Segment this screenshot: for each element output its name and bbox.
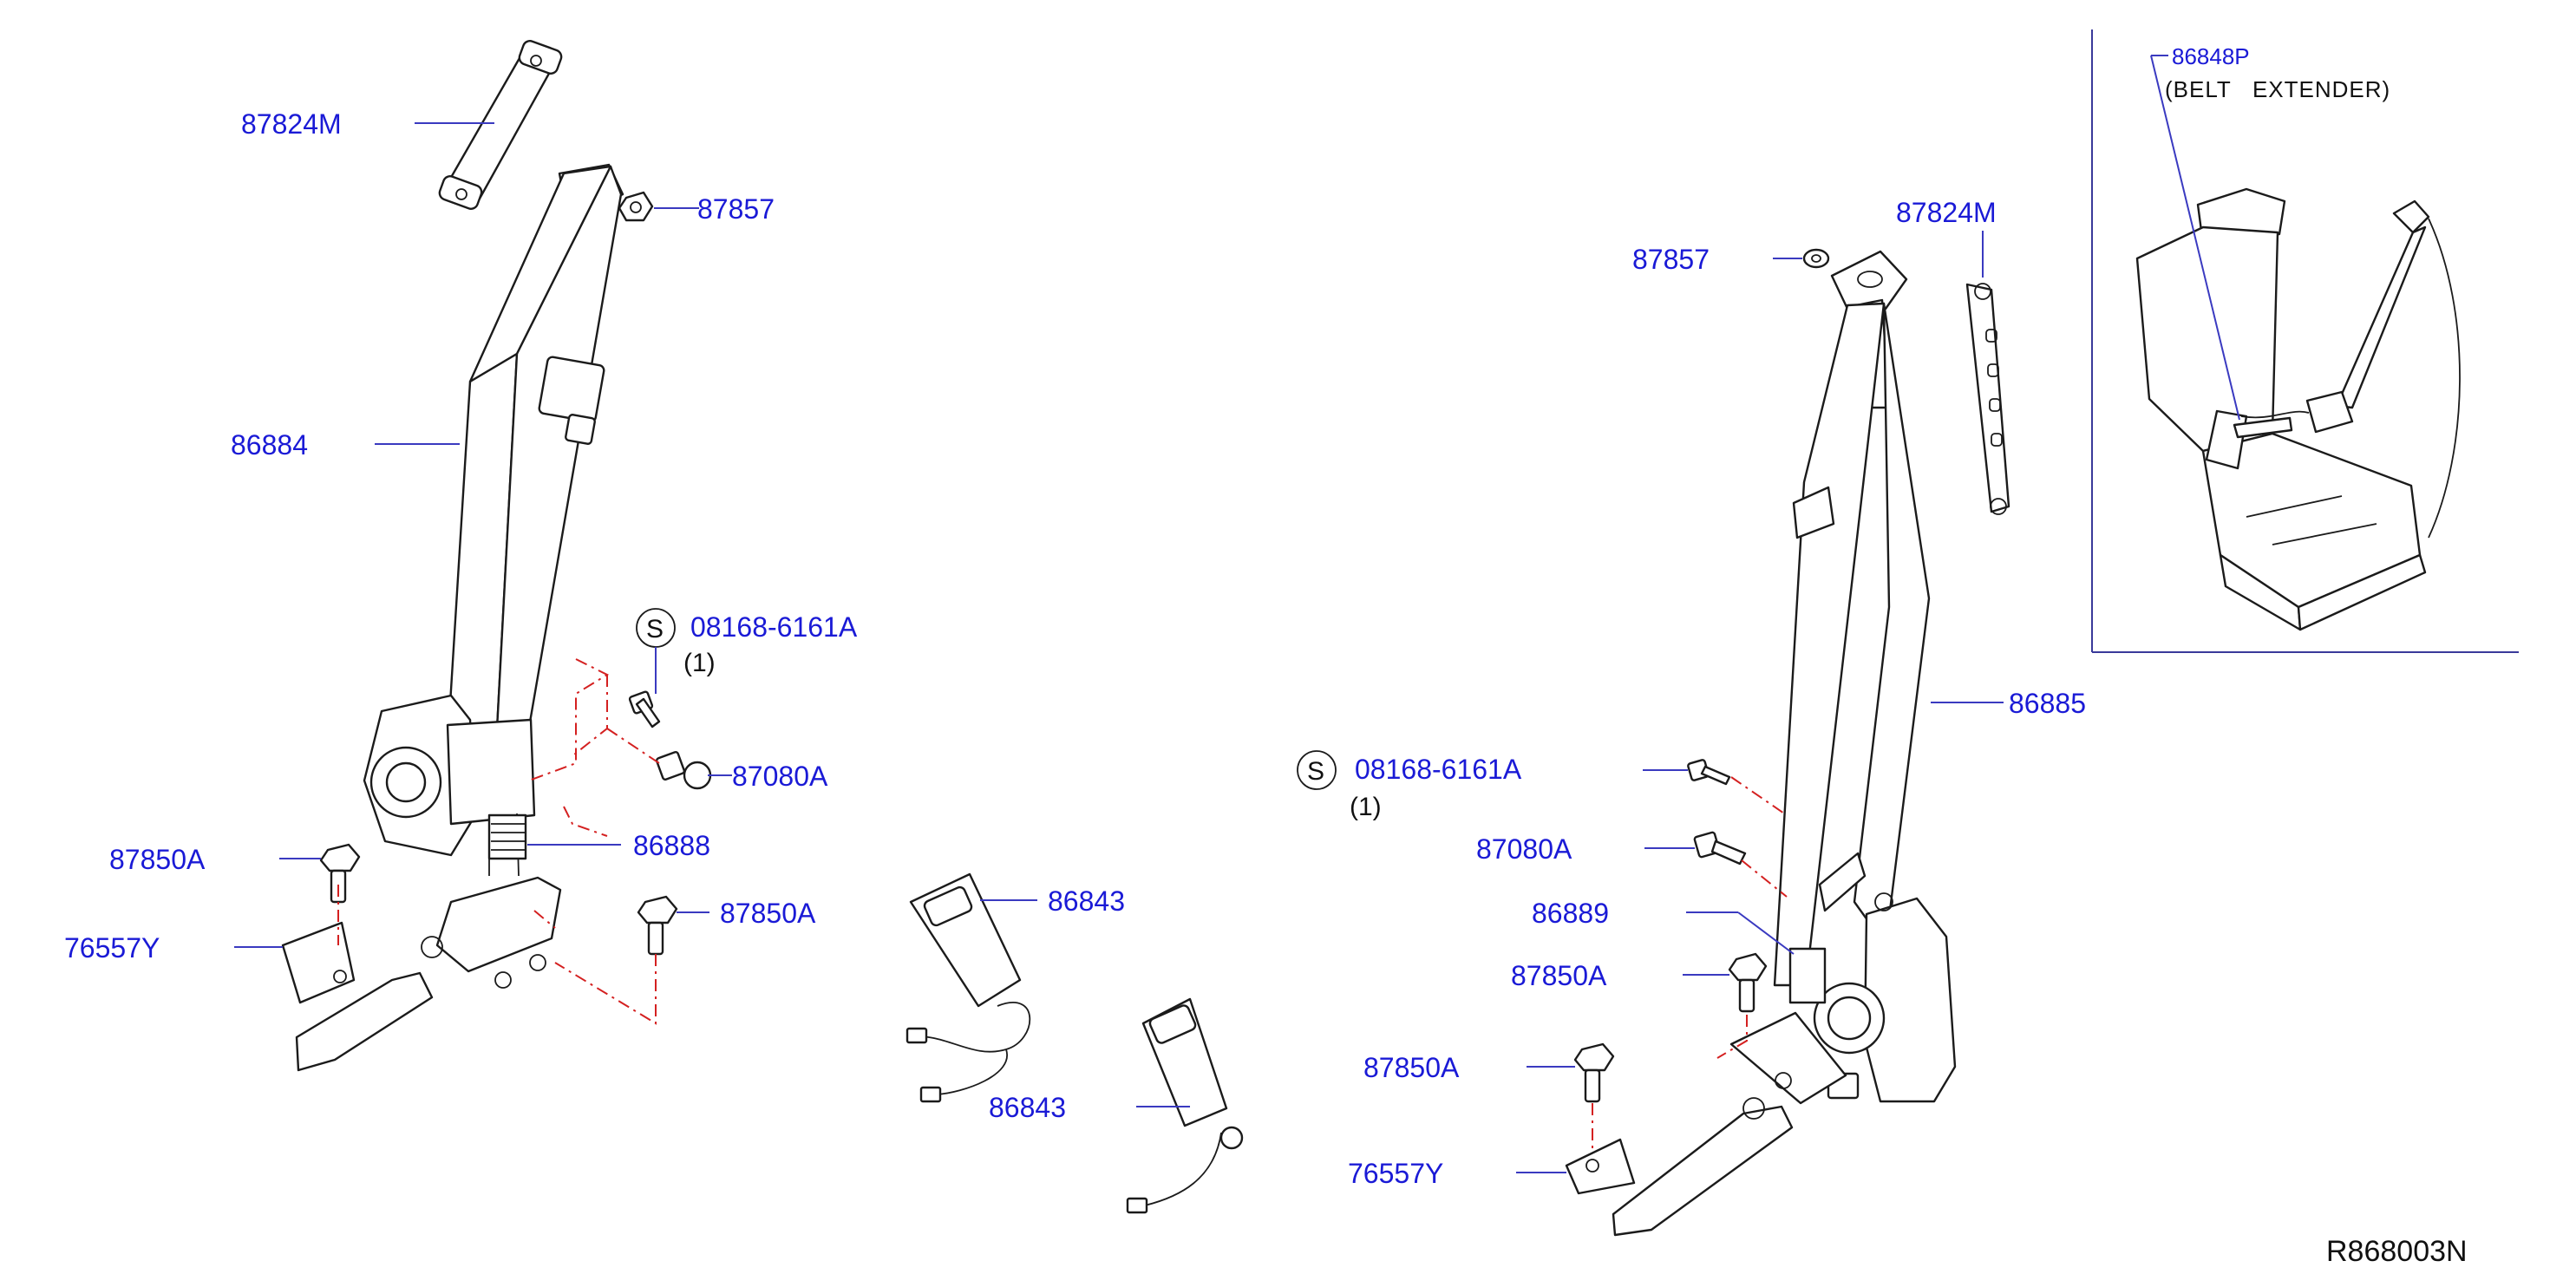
symbol-s-right-text: S	[1307, 757, 1324, 786]
part-87857-left: 87857	[697, 193, 775, 225]
symbol-s-left-text: S	[646, 615, 664, 644]
part-87857-right: 87857	[1632, 244, 1710, 275]
left-labels: 87824M 87857 86884 S 08168-6161A (1) 870…	[64, 108, 858, 964]
part-86889: 86889	[1532, 898, 1609, 929]
left-bolt-87850A-b	[637, 895, 678, 956]
diagram-code: R868003N	[2326, 1235, 2468, 1268]
center-buckle-86843-a	[906, 872, 1031, 1103]
left-nut-87857	[618, 191, 654, 222]
inset-labels: 86848P (BELT EXTENDER)	[2165, 43, 2390, 102]
left-retractor-86888	[363, 694, 536, 877]
part-87824M-right: 87824M	[1896, 197, 1997, 228]
part-08168-6161A-right: 08168-6161A	[1355, 754, 1522, 785]
inset-seat-illustration	[2135, 187, 2461, 631]
part-76557Y-left: 76557Y	[64, 932, 160, 964]
part-08168-6161A-left: 08168-6161A	[690, 611, 858, 643]
leader-86889-b	[1737, 911, 1795, 955]
part-87850A-left-b: 87850A	[720, 898, 816, 929]
part-87850A-right-b: 87850A	[1363, 1052, 1460, 1083]
inset-frame	[2091, 29, 2519, 653]
right-anchor-adjuster	[1965, 283, 2010, 515]
part-87850A-right-a: 87850A	[1511, 960, 1607, 991]
left-bolt-87850A-a	[319, 843, 361, 904]
right-plate-76557Y	[1565, 1138, 1636, 1195]
center-labels: 86843 86843	[989, 885, 1125, 1123]
part-86848P: 86848P	[2172, 43, 2250, 69]
right-washer-87857	[1802, 248, 1830, 269]
part-86885: 86885	[2009, 688, 2086, 719]
right-bolt-87850A-b	[1573, 1042, 1615, 1103]
leader-86848P-b	[2150, 55, 2240, 421]
part-86843-a: 86843	[1048, 885, 1125, 917]
part-87850A-left-a: 87850A	[109, 844, 206, 875]
right-labels: 87857 87824M 86885 S 08168-6161A (1) 870…	[1297, 197, 2086, 1189]
part-86888: 86888	[633, 830, 710, 861]
qty-08168-right: (1)	[1350, 793, 1382, 821]
center-buckle-86843-b	[1126, 997, 1244, 1214]
right-bolt-87080A	[1693, 831, 1747, 866]
left-anchor-adjuster	[438, 40, 563, 210]
right-retractor-86889	[1788, 852, 1957, 1103]
part-87080A-left: 87080A	[732, 761, 828, 792]
right-bolt-08168	[1687, 759, 1731, 786]
left-plate-76557Y	[281, 921, 356, 1004]
left-bolt-87080A	[655, 750, 712, 790]
part-86843-b: 86843	[989, 1092, 1066, 1123]
left-red-dashed-guides	[337, 658, 660, 1025]
qty-08168-left: (1)	[683, 649, 716, 677]
left-belt-86884	[446, 163, 624, 748]
right-bolt-87850A-a	[1728, 952, 1768, 1013]
part-87824M-left: 87824M	[241, 108, 342, 140]
symbol-s-right	[1297, 750, 1337, 790]
part-87080A-right: 87080A	[1476, 833, 1572, 865]
right-red-dashed-guides	[1592, 776, 1788, 1153]
left-bolt-08168	[628, 690, 661, 728]
left-anchor-bracket	[295, 876, 562, 1072]
part-86884: 86884	[231, 429, 308, 461]
part-76557Y-right: 76557Y	[1348, 1158, 1443, 1189]
belt-extender-caption: (BELT EXTENDER)	[2165, 76, 2390, 102]
right-anchor-bracket	[1612, 1011, 1847, 1237]
